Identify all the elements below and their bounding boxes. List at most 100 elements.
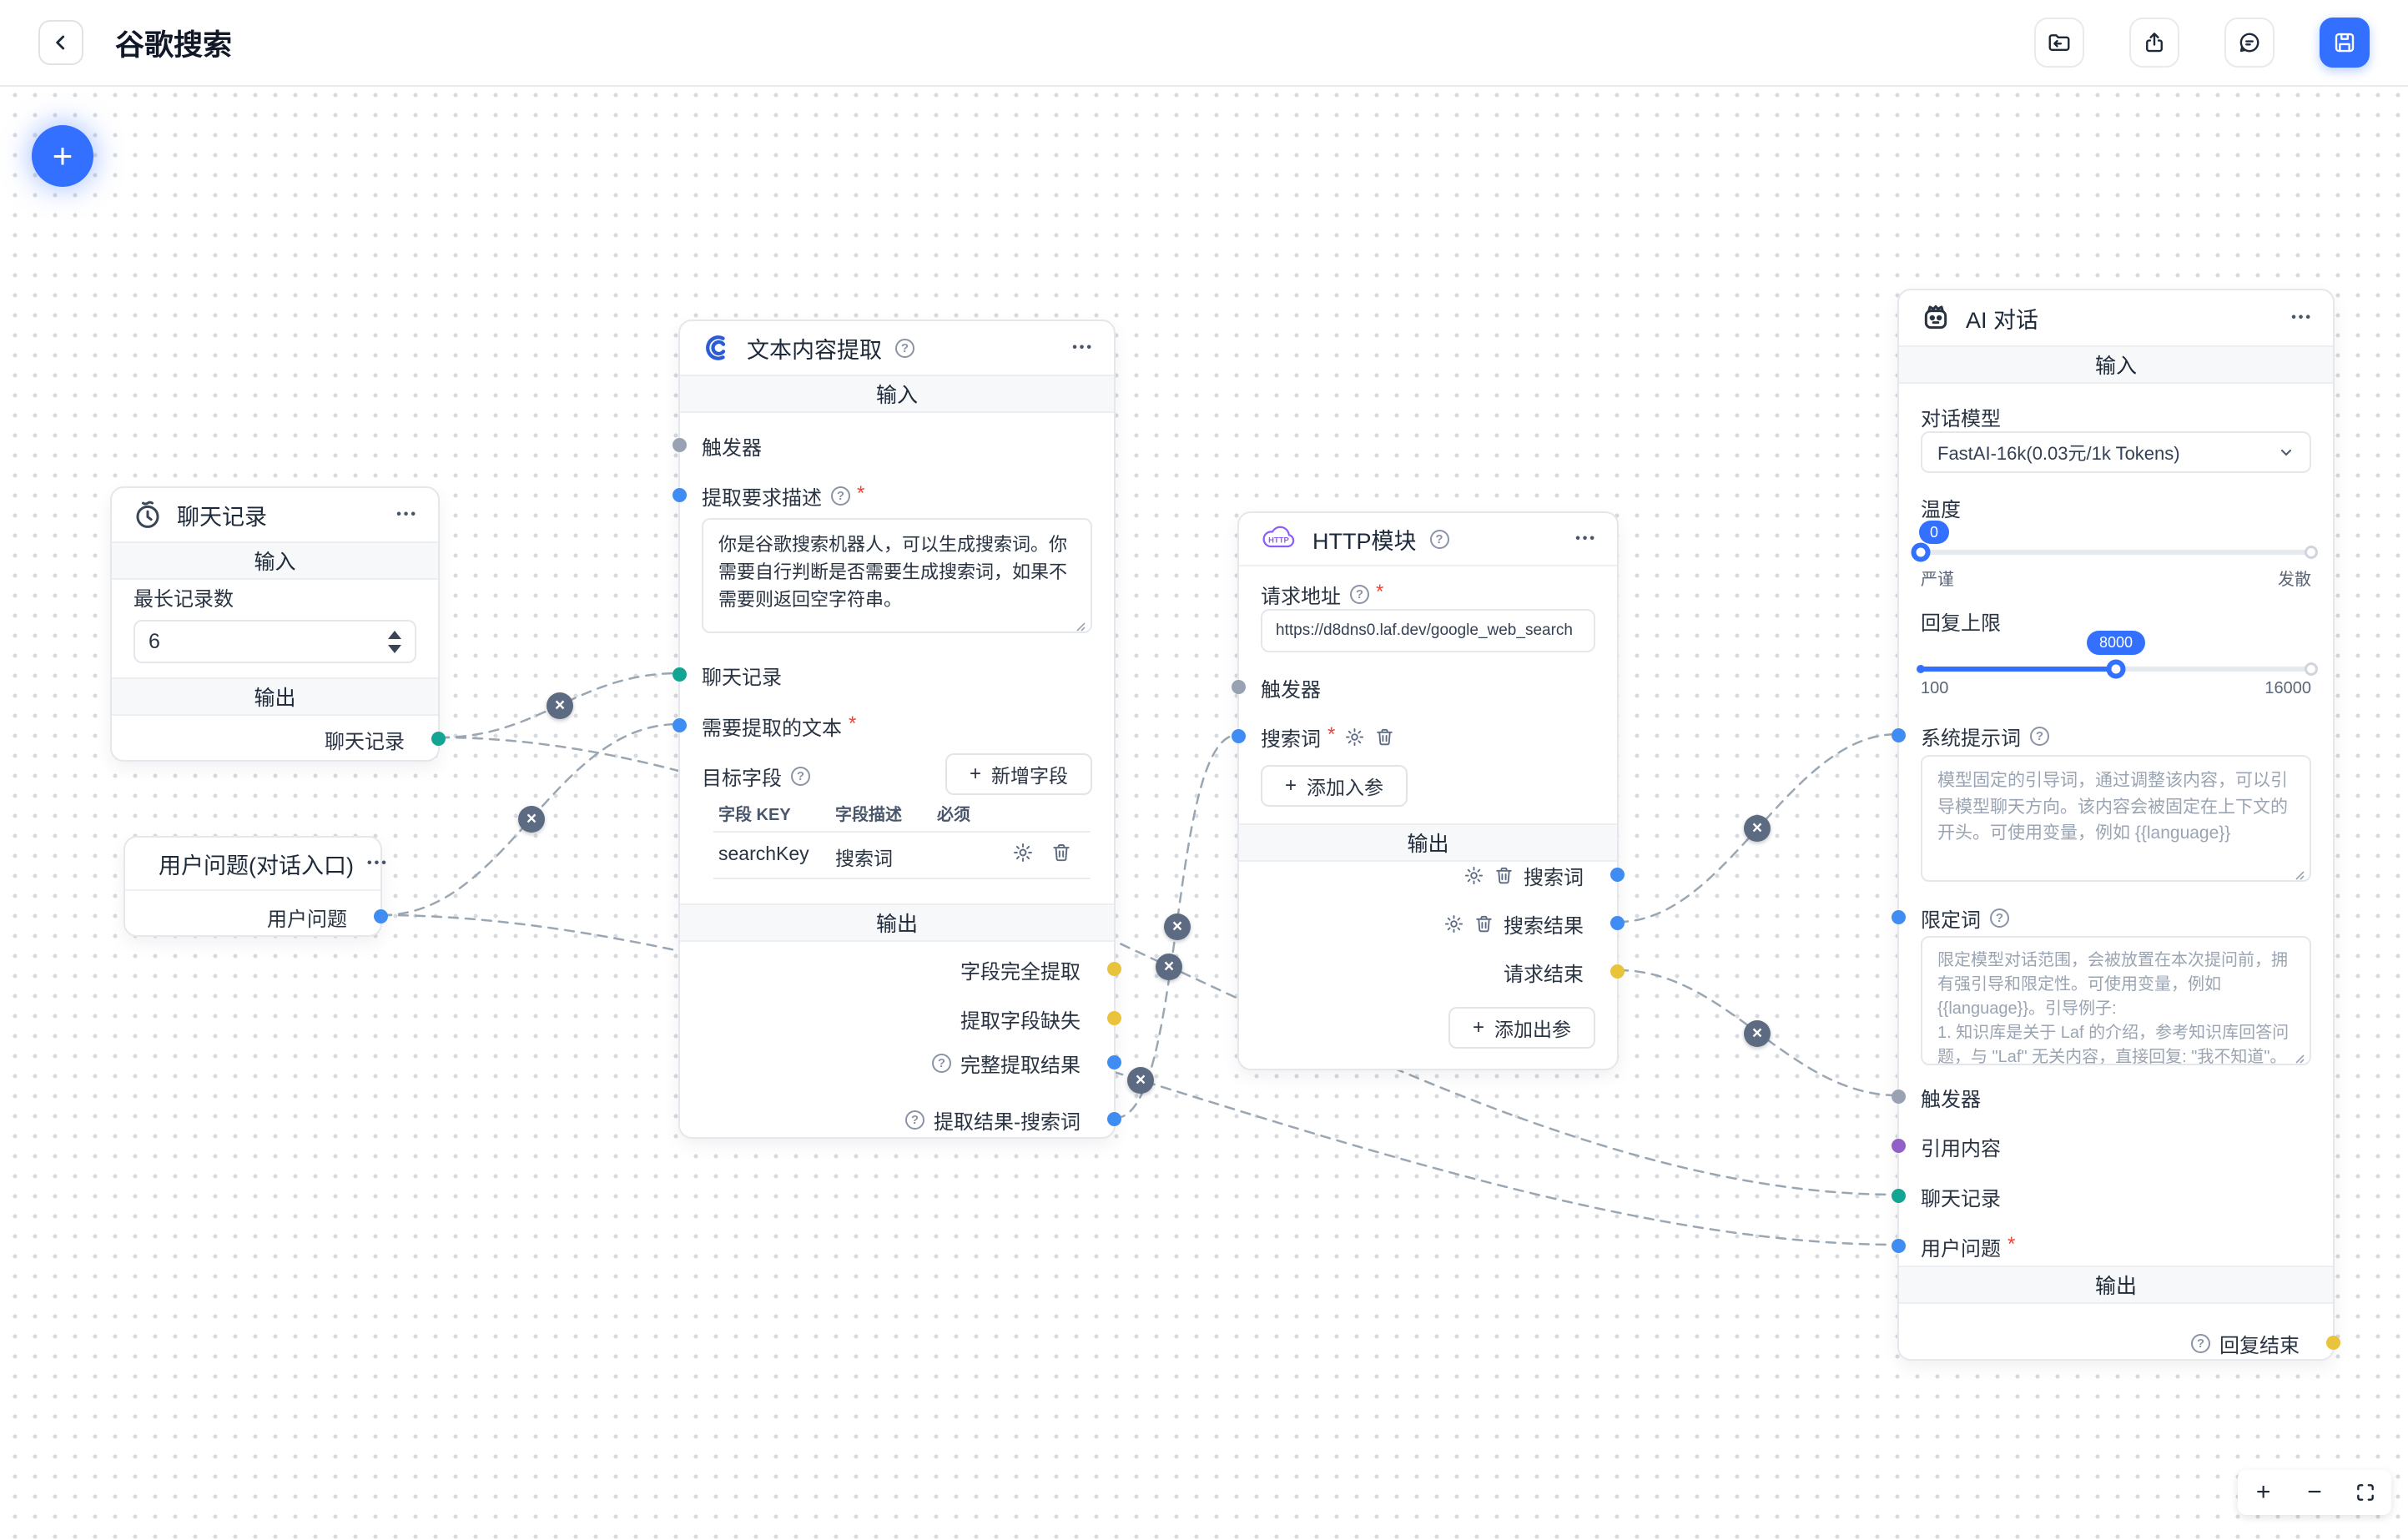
node-chat-history[interactable]: 聊天记录 ••• 输入 最长记录数 6 输出 聊天记录 (110, 486, 446, 762)
table-divider (713, 878, 1091, 879)
max-tokens-range-labels: 100 16000 (1899, 679, 2333, 698)
port-user-question-output[interactable] (374, 909, 388, 923)
node-menu-button[interactable]: ••• (396, 507, 418, 521)
max-tokens-slider-thumb[interactable] (2106, 659, 2126, 679)
port-text-to-extract-input[interactable] (673, 718, 687, 732)
port-fields-done-output[interactable] (1107, 962, 1121, 976)
edge-delete-button[interactable]: × (1744, 815, 1771, 842)
export-button[interactable] (2129, 18, 2179, 68)
port-system-prompt-input[interactable] (1892, 728, 1906, 742)
temperature-slider[interactable] (1911, 542, 2318, 562)
fit-view-button[interactable] (2345, 1472, 2386, 1513)
trash-icon[interactable] (1374, 727, 1395, 747)
port-chat-history-input[interactable] (673, 667, 687, 682)
edge-delete-button[interactable]: × (547, 692, 573, 719)
port-chat-history-input[interactable] (1892, 1189, 1906, 1203)
edge-delete-button[interactable]: × (1127, 1067, 1154, 1094)
port-fields-missing-output[interactable] (1107, 1011, 1121, 1025)
zoom-in-button[interactable]: + (2243, 1472, 2285, 1513)
tokens-max-label: 16000 (2264, 679, 2311, 697)
add-node-button[interactable]: + (32, 125, 93, 187)
port-quote-input[interactable] (1892, 1139, 1906, 1153)
edge-delete-button[interactable]: × (1164, 913, 1191, 940)
back-button[interactable] (38, 20, 83, 65)
gear-icon[interactable] (1463, 865, 1484, 886)
svg-text:HTTP: HTTP (1268, 536, 1289, 546)
chat-history-row: 聊天记录 (680, 660, 1114, 690)
url-value: https://d8dns0.laf.dev/google_web_search (1276, 622, 1573, 639)
trash-icon[interactable] (1474, 913, 1494, 934)
extract-desc-textarea[interactable]: 你是谷歌搜索机器人，可以生成搜索词。你需要自行判断是否需要生成搜索词，如果不需要… (702, 518, 1092, 633)
port-extract-desc-input[interactable] (673, 488, 687, 502)
chat-test-button[interactable] (2224, 18, 2275, 68)
limit-textarea[interactable] (1921, 936, 2311, 1065)
trigger-row: 触发器 (1239, 672, 1617, 702)
zoom-out-button[interactable]: − (2294, 1472, 2335, 1513)
node-user-question[interactable]: 用户问题(对话入口) ••• 用户问题 (123, 836, 388, 937)
plus-icon: + (1472, 1016, 1484, 1039)
required-asterisk: * (1376, 581, 1384, 603)
port-search-result-output[interactable] (1610, 916, 1625, 930)
port-trigger-input[interactable] (673, 438, 687, 452)
node-menu-button[interactable]: ••• (1575, 531, 1597, 546)
port-search-term-output[interactable] (1107, 1112, 1121, 1126)
port-reply-output[interactable] (2326, 1336, 2340, 1350)
max-tokens-slider[interactable] (1917, 659, 2318, 679)
trash-icon[interactable] (1050, 842, 1072, 863)
page-title: 谷歌搜索 (115, 28, 233, 62)
trigger-row: 触发器 (1899, 1082, 2333, 1112)
port-limit-input[interactable] (1892, 910, 1906, 924)
system-prompt-textarea[interactable] (1921, 755, 2311, 882)
quote-row: 引用内容 (1899, 1131, 2333, 1161)
port-trigger-input[interactable] (1892, 1090, 1906, 1104)
add-output-param-button[interactable]: + 添加出参 (1448, 1007, 1595, 1049)
node-ai-chat[interactable]: AI 对话 ••• 输入 对话模型 FastAI-16k(0.03元/1k To… (1892, 289, 2340, 1361)
field-label: 请求地址 (1261, 585, 1341, 608)
gear-icon[interactable] (1012, 842, 1034, 863)
node-title: HTTP模块 (1312, 528, 1417, 554)
history-clock-icon (136, 501, 159, 528)
limit-label-row: 限定词 ? (1899, 903, 2333, 933)
chevron-left-icon (56, 35, 65, 50)
save-button[interactable] (2320, 18, 2370, 68)
node-header: 文本内容提取 ? ••• (680, 321, 1114, 375)
edge-delete-button[interactable]: × (518, 806, 545, 833)
port-chat-history-output[interactable] (431, 732, 446, 746)
output-port-row: 用户问题 (125, 902, 380, 932)
node-menu-button[interactable]: ••• (2291, 310, 2313, 325)
field-label: 提取要求描述 (702, 486, 822, 510)
node-menu-button[interactable]: ••• (366, 856, 389, 870)
extract-desc-row: 提取要求描述 ? * (680, 481, 1114, 511)
gear-icon[interactable] (1344, 727, 1365, 747)
gear-icon[interactable] (1443, 913, 1464, 934)
stepper-up-icon[interactable] (388, 630, 401, 639)
node-text-extract[interactable]: 文本内容提取 ? ••• 输入 触发器 提取要求描述 ? * 你是谷歌搜索机器人… (673, 320, 1121, 1139)
edge-delete-button[interactable]: × (1156, 954, 1182, 980)
stepper-down-icon[interactable] (388, 644, 401, 653)
ai-robot-icon (1924, 304, 1947, 330)
close-icon: × (1171, 917, 1183, 936)
request-url-input[interactable]: https://d8dns0.laf.dev/google_web_search (1261, 609, 1595, 652)
node-menu-button[interactable]: ••• (1072, 340, 1094, 355)
port-request-end-output[interactable] (1610, 964, 1625, 979)
field-label: 回复上限 (1921, 611, 2001, 635)
temperature-slider-thumb[interactable] (1911, 542, 1931, 562)
edge-delete-button[interactable]: × (1744, 1020, 1771, 1047)
trash-icon[interactable] (1494, 865, 1514, 886)
model-label-row: 对话模型 (1899, 401, 2333, 431)
max-records-input[interactable]: 6 (133, 620, 416, 663)
port-search-term-output[interactable] (1610, 868, 1625, 882)
add-field-button[interactable]: + 新增字段 (945, 753, 1092, 795)
port-user-question-input[interactable] (1892, 1239, 1906, 1253)
add-input-param-button[interactable]: + 添加入参 (1261, 765, 1408, 807)
node-http-module[interactable]: HTTP HTTP模块 ? ••• 请求地址 ? * https://d8dns… (1232, 511, 1625, 1070)
model-select[interactable]: FastAI-16k(0.03元/1k Tokens) (1921, 431, 2311, 473)
slider-track[interactable] (1921, 550, 2311, 555)
port-search-term-input[interactable] (1232, 729, 1246, 743)
port-trigger-input[interactable] (1232, 680, 1246, 694)
import-button[interactable] (2034, 18, 2084, 68)
port-full-result-output[interactable] (1107, 1055, 1121, 1069)
number-stepper[interactable] (388, 630, 401, 653)
